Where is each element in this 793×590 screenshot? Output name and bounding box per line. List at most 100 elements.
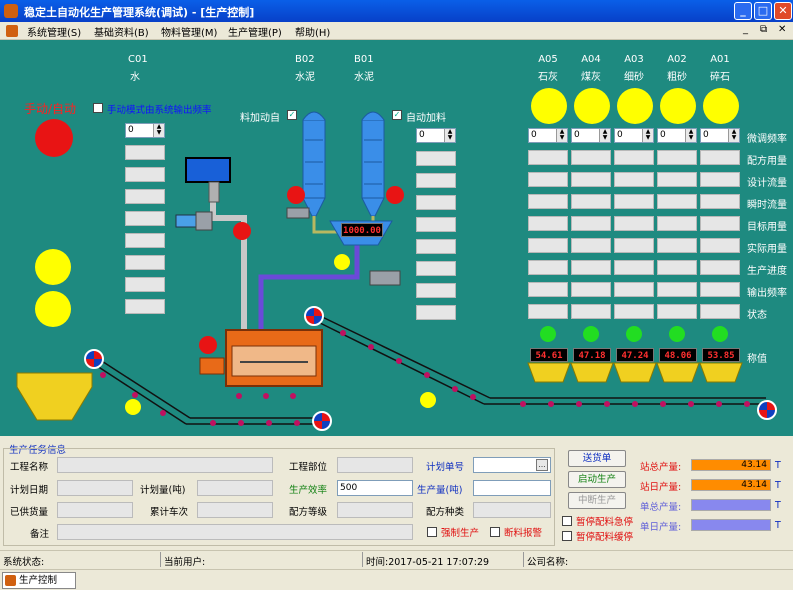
c01-field-8 bbox=[125, 299, 165, 314]
agg-cell-r5-c3 bbox=[614, 238, 654, 253]
project-name-field[interactable] bbox=[57, 457, 273, 473]
menu-basic-data[interactable]: 基础资料(B) bbox=[94, 28, 149, 39]
pause-wait-checkbox[interactable] bbox=[562, 531, 572, 541]
close-button[interactable]: ✕ bbox=[774, 2, 792, 20]
agg-code-a01: A01 bbox=[710, 54, 730, 65]
trips-field bbox=[197, 502, 273, 518]
hopper-lamp bbox=[334, 254, 350, 270]
agg-cell-r2-c2 bbox=[571, 172, 611, 187]
mdi-minimize-button[interactable]: _ bbox=[743, 24, 748, 35]
formula-type-field bbox=[473, 502, 551, 518]
task-group-title: 生产任务信息 bbox=[9, 445, 67, 456]
menu-system[interactable]: 系统管理(S) bbox=[27, 28, 82, 39]
menu-production[interactable]: 生产管理(P) bbox=[228, 28, 282, 39]
output-field[interactable] bbox=[473, 480, 551, 496]
stop-production-button[interactable]: 中断生产 bbox=[568, 492, 626, 509]
plan-date-field[interactable] bbox=[57, 480, 133, 496]
station-total-fill bbox=[692, 460, 770, 470]
sys-freq-checkbox[interactable] bbox=[93, 103, 103, 113]
agg-weight-a04: 47.18 bbox=[573, 348, 611, 362]
agg-cell-r4-c3 bbox=[614, 216, 654, 231]
mdi-close-button[interactable]: ✕ bbox=[778, 24, 787, 35]
agg-cell-r1-c3 bbox=[614, 150, 654, 165]
row-label-progress: 生产进度 bbox=[747, 266, 787, 277]
belt-roller-upper bbox=[304, 306, 324, 326]
belt-dot bbox=[470, 394, 476, 400]
cement-screw-motor bbox=[369, 270, 401, 286]
station-day-fill bbox=[692, 480, 770, 490]
agg-cell-r5-c1 bbox=[528, 238, 568, 253]
row-label-design-flow: 设计流量 bbox=[747, 178, 787, 189]
b01-code: B01 bbox=[354, 54, 374, 65]
cement-silo-b02 bbox=[302, 111, 326, 217]
force-checkbox[interactable] bbox=[427, 527, 437, 537]
agg-trim-spinner-a04[interactable]: 0▲▼ bbox=[571, 128, 611, 143]
agg-weight-a02: 48.06 bbox=[659, 348, 697, 362]
agg-trim-spinner-a05[interactable]: 0▲▼ bbox=[528, 128, 568, 143]
mdi-restore-button[interactable]: ⧉ bbox=[760, 24, 768, 35]
maximize-button[interactable]: □ bbox=[754, 2, 772, 20]
belt-dot bbox=[688, 401, 694, 407]
agg-cell-r2-c1 bbox=[528, 172, 568, 187]
b01-field-3 bbox=[416, 195, 456, 210]
b02-code: B02 bbox=[295, 54, 315, 65]
auto-feed-checkbox[interactable]: ✓ bbox=[392, 110, 402, 120]
agg-code-a04: A04 bbox=[581, 54, 601, 65]
plan-no-browse-button[interactable]: … bbox=[536, 459, 548, 471]
menu-material[interactable]: 物料管理(M) bbox=[161, 28, 218, 39]
screw-motor-left bbox=[286, 207, 310, 219]
row-label-trim-freq: 微调频率 bbox=[747, 134, 787, 145]
taskbar-item-production[interactable]: 生产控制 bbox=[2, 572, 76, 589]
pause-emergency-checkbox[interactable] bbox=[562, 516, 572, 526]
cement-silo-b01 bbox=[361, 111, 385, 217]
agg-cell-r5-c5 bbox=[700, 238, 740, 253]
station-total-bar: 43.14 bbox=[691, 459, 771, 471]
belt-dot bbox=[744, 401, 750, 407]
agg-cell-r7-c3 bbox=[614, 282, 654, 297]
plan-qty-field[interactable] bbox=[197, 480, 273, 496]
agg-cell-r6-c1 bbox=[528, 260, 568, 275]
b01-lamp bbox=[386, 186, 404, 204]
c01-field-3 bbox=[125, 189, 165, 204]
c01-field-6 bbox=[125, 255, 165, 270]
menu-help[interactable]: 帮助(H) bbox=[295, 28, 331, 39]
c01-trim-spinner[interactable]: 0▲▼ bbox=[125, 123, 165, 138]
status-separator-2 bbox=[362, 552, 363, 567]
b02-name: 水泥 bbox=[295, 72, 315, 83]
b01-field-8 bbox=[416, 305, 456, 320]
agg-trim-spinner-a03[interactable]: 0▲▼ bbox=[614, 128, 654, 143]
break-alarm-checkbox[interactable] bbox=[490, 527, 500, 537]
agg-cell-r6-c2 bbox=[571, 260, 611, 275]
belt-dot bbox=[604, 401, 610, 407]
start-production-button[interactable]: 启动生产 bbox=[568, 471, 626, 488]
plan-no-field[interactable]: … bbox=[473, 457, 551, 473]
agg-cell-r7-c5 bbox=[700, 282, 740, 297]
b01-field-5 bbox=[416, 239, 456, 254]
project-part-field[interactable] bbox=[337, 457, 413, 473]
agg-run-lamp-a02 bbox=[669, 326, 685, 342]
efficiency-field[interactable]: 500 bbox=[337, 480, 413, 496]
agg-cell-r3-c1 bbox=[528, 194, 568, 209]
b01-trim-spinner[interactable]: 0▲▼ bbox=[416, 128, 456, 143]
status-separator-1 bbox=[160, 552, 161, 567]
agg-cell-r7-c1 bbox=[528, 282, 568, 297]
manual-feed-checkbox[interactable]: ✓ bbox=[287, 110, 297, 120]
taskbar-item-label: 生产控制 bbox=[19, 575, 58, 586]
delivery-note-button[interactable]: 送货单 bbox=[568, 450, 626, 467]
receiving-hopper bbox=[16, 372, 93, 421]
mode-lamp[interactable] bbox=[35, 119, 73, 157]
agg-name-a05: 石灰 bbox=[538, 72, 558, 83]
row-label-target-qty: 目标用量 bbox=[747, 222, 787, 233]
plan-no-label: 计划单号 bbox=[426, 462, 465, 473]
formula-type-label: 配方种类 bbox=[426, 507, 465, 518]
agg-trim-spinner-a01[interactable]: 0▲▼ bbox=[700, 128, 740, 143]
agg-trim-spinner-a02[interactable]: 0▲▼ bbox=[657, 128, 697, 143]
minimize-button[interactable]: _ bbox=[734, 2, 752, 20]
agg-cell-r8-c1 bbox=[528, 304, 568, 319]
c01-field-1 bbox=[125, 145, 165, 160]
agg-cell-r4-c5 bbox=[700, 216, 740, 231]
water-pump bbox=[175, 211, 213, 231]
c01-field-2 bbox=[125, 167, 165, 182]
remark-field[interactable] bbox=[57, 524, 413, 540]
agg-run-lamp-a05 bbox=[540, 326, 556, 342]
